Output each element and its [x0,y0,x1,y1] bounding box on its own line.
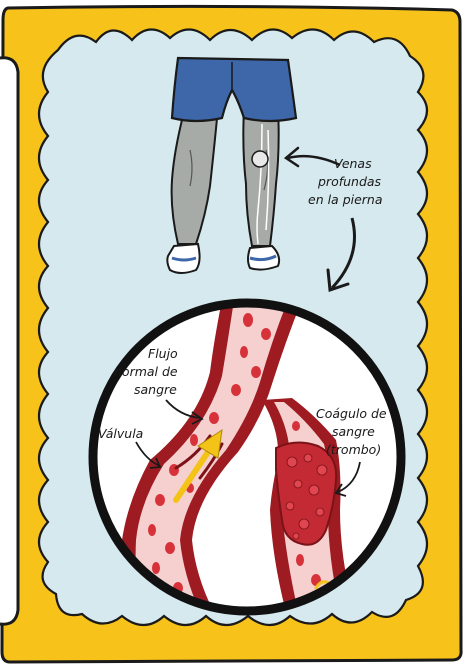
venas-line-2: profundas [317,174,382,189]
coagulo-line-3: (trombo) [326,442,381,457]
flujo-line-2: normal de [114,364,178,379]
coagulo-line-1: Coágulo de [316,406,387,421]
flujo-line-3: sangre [134,382,177,397]
highlight-ring-icon [252,151,268,167]
venas-line-3: en la pierna [308,192,383,207]
magnified-vein-circle [93,300,401,620]
flujo-line-1: Flujo [148,346,178,361]
venas-line-1: Venas [334,156,372,171]
valvula-text: Válvula [98,426,143,441]
coagulo-line-2: sangre [332,424,375,439]
